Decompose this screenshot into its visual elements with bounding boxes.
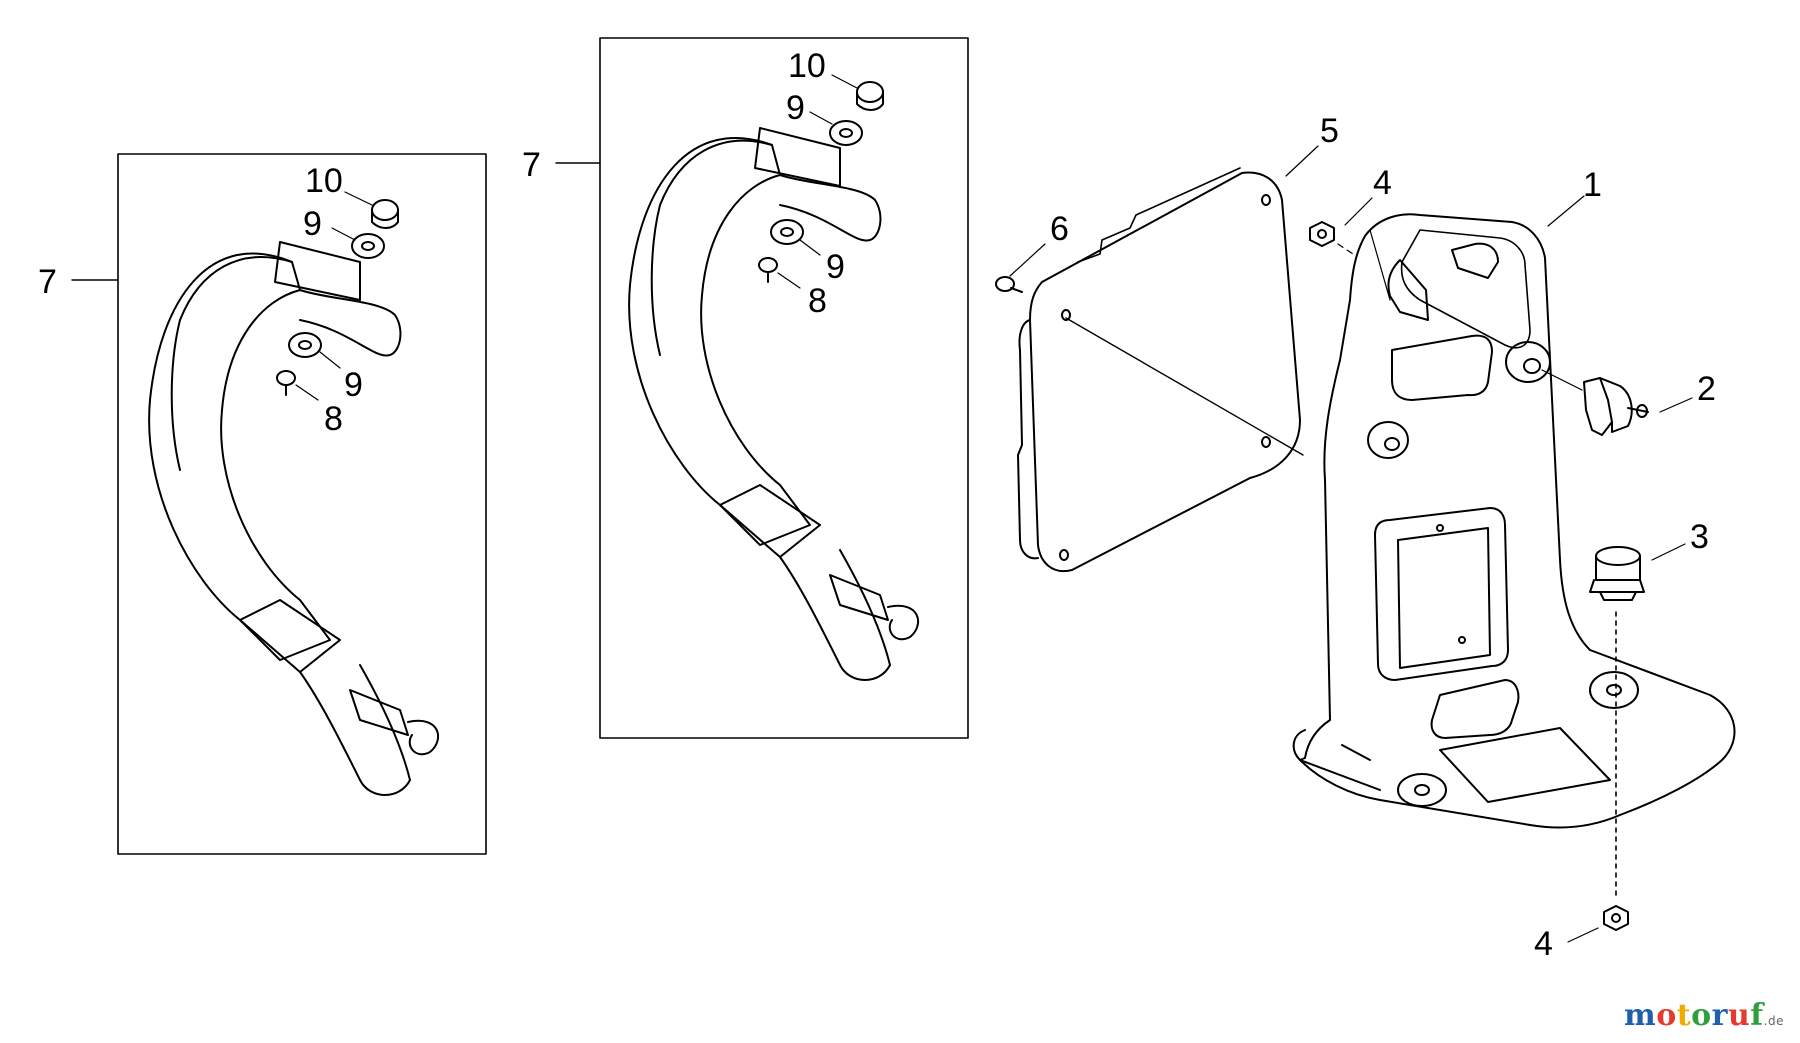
wm-letter: m	[1624, 998, 1657, 1033]
wm-letter: u	[1727, 998, 1751, 1033]
callout-labels: 7 10 9 9 8 7 10 9 9 8 1 2 3 4 4 5 6	[38, 47, 1716, 963]
leader	[799, 239, 821, 256]
callout-middle-nut: 10	[788, 47, 826, 85]
left-strap-band-inner	[170, 256, 293, 471]
wm-suffix: .de	[1763, 1014, 1784, 1028]
leader	[344, 191, 373, 206]
callout-rubber-mount: 3	[1690, 518, 1709, 556]
leader	[1009, 243, 1046, 277]
leader	[1659, 397, 1693, 413]
callout-left-assembly: 7	[38, 263, 57, 301]
middle-strap-band-inner	[650, 139, 773, 356]
callout-left-nut: 10	[305, 162, 343, 200]
callout-nut-upper: 4	[1373, 164, 1392, 202]
leader	[777, 272, 801, 289]
wm-letter: r	[1711, 998, 1728, 1033]
leader	[809, 111, 833, 125]
left-strap-tab	[274, 241, 361, 301]
callout-left-washer-top: 9	[303, 205, 322, 243]
left-strap-sleeve	[239, 599, 341, 673]
callout-screw: 6	[1050, 210, 1069, 248]
leader	[1567, 927, 1599, 943]
callout-left-washer-bottom: 9	[344, 366, 363, 404]
bolt-2-icon	[1583, 377, 1649, 436]
left-strap-assembly	[71, 153, 487, 855]
wm-letter: t	[1676, 998, 1692, 1033]
middle-strap-hook	[887, 604, 920, 641]
leader	[319, 351, 341, 369]
middle-bolt-8-icon	[758, 257, 778, 283]
middle-washer-9-top-icon	[829, 120, 863, 146]
leader	[295, 384, 319, 401]
left-strap-hook	[407, 719, 440, 756]
callout-middle-washer-top: 9	[786, 89, 805, 127]
left-bolt-8-icon	[276, 370, 296, 396]
left-strap-tail	[299, 664, 411, 796]
callout-frame: 1	[1583, 166, 1602, 204]
callout-left-bolt: 8	[324, 400, 343, 438]
middle-strap-sleeve	[719, 484, 821, 558]
screw-6-icon	[995, 276, 1023, 293]
middle-strap-tail	[779, 549, 891, 681]
leader	[1344, 197, 1373, 226]
left-washer-9-top-icon	[351, 233, 385, 259]
back-pad-leader-line	[1065, 317, 1304, 456]
middle-strap-band-edge	[779, 174, 882, 242]
callout-middle-bolt: 8	[808, 282, 827, 320]
watermark-logo: motoruf.de	[1624, 998, 1784, 1033]
leader	[1651, 543, 1686, 561]
leader	[1541, 369, 1583, 391]
callout-bolt-right: 2	[1697, 370, 1716, 408]
leader	[1547, 195, 1585, 227]
wm-letter: o	[1691, 998, 1712, 1033]
wm-letter: o	[1656, 998, 1677, 1033]
wm-letter: f	[1750, 998, 1764, 1033]
backpack-frame	[1292, 213, 1736, 829]
nut-4-upper-icon	[1309, 221, 1335, 247]
left-strap-buckle	[349, 689, 409, 736]
middle-strap-buckle	[829, 574, 889, 621]
middle-washer-9-bottom-icon	[770, 219, 804, 245]
callout-middle-assembly: 7	[522, 146, 541, 184]
left-strap-box	[117, 153, 487, 855]
callout-middle-washer-bottom: 9	[826, 248, 845, 286]
middle-nut-10-icon	[856, 81, 884, 111]
middle-strap-tab	[754, 127, 841, 187]
nut-4-lower-icon	[1603, 905, 1629, 931]
leader	[331, 227, 356, 241]
middle-strap-assembly	[555, 37, 969, 739]
leader-dash	[1337, 243, 1357, 257]
callout-back-pad: 5	[1320, 112, 1339, 150]
back-pad	[1017, 167, 1301, 573]
left-nut-10-icon	[371, 199, 399, 229]
left-strap-band-edge	[299, 289, 402, 357]
leader	[831, 74, 858, 89]
leader	[1285, 145, 1319, 177]
middle-strap-box	[599, 37, 969, 739]
left-washer-9-bottom-icon	[288, 332, 322, 358]
callout-nut-lower: 4	[1534, 925, 1553, 963]
rubber-mount-3-icon	[1589, 546, 1645, 601]
